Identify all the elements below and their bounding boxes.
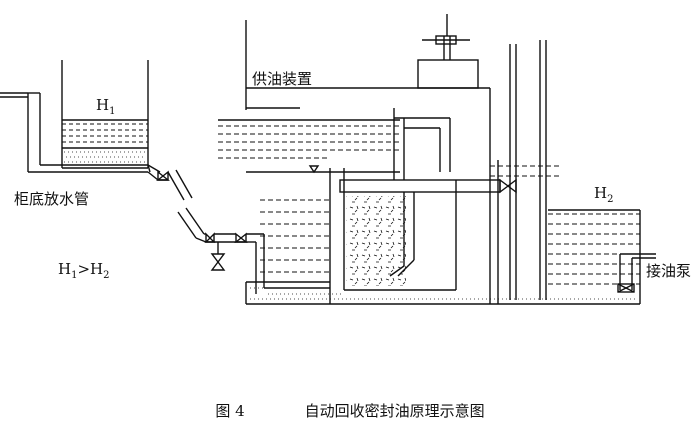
pump-label: 接油泵 (646, 262, 692, 280)
relation-b-sub: 2 (103, 270, 110, 281)
drain-pipe-label: 柜底放水管 (14, 190, 90, 208)
drain-pipe (0, 92, 330, 294)
relation-b: H (90, 260, 104, 278)
figure-title: 自动回收密封油原理示意图 (304, 402, 485, 420)
relation-label: H1>H2 (58, 260, 110, 281)
relation-a-sub: 1 (71, 270, 78, 281)
relation-a: H (58, 260, 72, 278)
h2-label: H2 (594, 184, 613, 205)
h2-sub: 2 (607, 194, 614, 205)
figure-caption: 图 4 自动回收密封油原理示意图 (0, 400, 700, 421)
main-tank (218, 14, 641, 305)
supply-device-label: 供油装置 (252, 70, 313, 88)
left-tank (61, 60, 149, 169)
figure-number: 图 4 (215, 402, 245, 420)
h2-main: H (594, 184, 608, 202)
schematic-drawing (0, 14, 656, 305)
h1-main: H (96, 96, 110, 114)
h1-label: H1 (96, 96, 115, 117)
h1-sub: 1 (109, 106, 116, 117)
relation-sep: > (77, 260, 91, 278)
pump-pipe (617, 253, 656, 293)
